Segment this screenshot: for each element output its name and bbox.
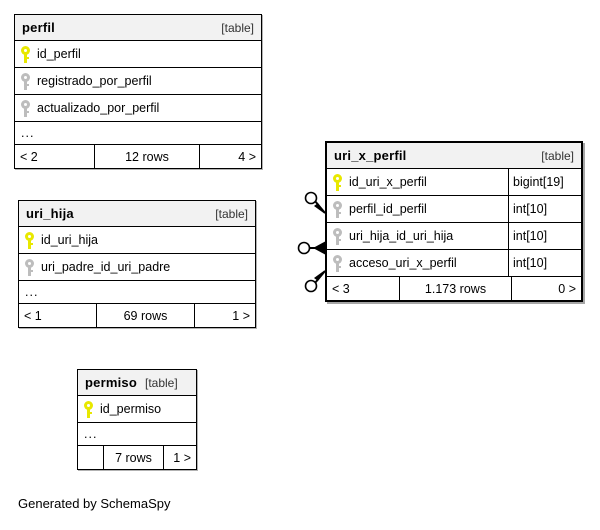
table-uri_x_perfil-footer: < 3 1.173 rows 0 > — [327, 277, 581, 300]
primary-key-icon — [21, 45, 30, 63]
primary-key-icon — [84, 400, 93, 418]
table-perfil-children-link[interactable]: 4 > — [238, 149, 256, 164]
column-id_permiso-main: id_permiso — [78, 396, 196, 422]
foreign-key-icon — [21, 99, 30, 117]
column-actualizado_por_perfil-label: actualizado_por_perfil — [37, 101, 160, 115]
column-perfil_id_perfil-type: int[10] — [513, 202, 548, 216]
generated-by-credit: Generated by SchemaSpy — [18, 496, 171, 511]
table-perfil-header: perfil [table] — [15, 15, 261, 41]
table-permiso-tag: [table] — [144, 375, 178, 390]
table-perfil-tag: [table] — [221, 20, 254, 35]
column-perfil_id_perfil-label: perfil_id_perfil — [349, 202, 427, 216]
foreign-key-icon — [333, 200, 342, 218]
column-registrado_por_perfil-main: registrado_por_perfil — [15, 68, 261, 94]
column-id_uri_x_perfil-main: id_uri_x_perfil — [327, 169, 509, 195]
column-id_perfil-main: id_perfil — [15, 41, 261, 67]
column-id_perfil[interactable]: id_perfil — [15, 41, 261, 68]
column-id_perfil-label: id_perfil — [37, 47, 81, 61]
foreign-key-icon — [333, 254, 342, 272]
column-actualizado_por_perfil[interactable]: actualizado_por_perfil — [15, 95, 261, 122]
column-uri_hija_id_uri_hija-label: uri_hija_id_uri_hija — [349, 229, 454, 243]
table-uri_hija-tag: [table] — [215, 206, 248, 221]
table-permiso-header: permiso [table] — [78, 370, 196, 396]
table-uri_x_perfil[interactable]: uri_x_perfil [table] id_uri_x_perfil big… — [325, 141, 583, 302]
table-permiso-parents-link[interactable] — [78, 446, 104, 469]
column-uri_hija_id_uri_hija-type: int[10] — [513, 229, 548, 243]
table-perfil-row-count: 12 rows — [95, 145, 200, 168]
relationship-uri-hija-to-uri-x-perfil — [297, 241, 326, 255]
column-id_uri_hija-main: id_uri_hija — [19, 227, 255, 253]
table-uri_hija-name[interactable]: uri_hija — [26, 206, 74, 221]
column-acceso_uri_x_perfil-label: acceso_uri_x_perfil — [349, 256, 457, 270]
column-actualizado_por_perfil-main: actualizado_por_perfil — [15, 95, 261, 121]
column-acceso_uri_x_perfil-main: acceso_uri_x_perfil — [327, 250, 509, 276]
primary-key-icon — [25, 231, 34, 249]
table-uri_hija-header: uri_hija [table] — [19, 201, 255, 227]
column-id_uri_x_perfil-label: id_uri_x_perfil — [349, 175, 427, 189]
table-uri_x_perfil-parents-link[interactable]: < 3 — [327, 277, 400, 300]
column-id_uri_hija-label: id_uri_hija — [41, 233, 98, 247]
column-id_uri_x_perfil[interactable]: id_uri_x_perfil bigint[19] — [327, 169, 581, 196]
table-uri_x_perfil-tag: [table] — [541, 148, 574, 163]
table-uri_x_perfil-name[interactable]: uri_x_perfil — [334, 148, 407, 163]
table-permiso[interactable]: permiso [table] id_permiso ... 7 rows 1 … — [77, 369, 197, 470]
column-uri_padre_id_uri_padre-main: uri_padre_id_uri_padre — [19, 254, 255, 280]
table-uri_x_perfil-header: uri_x_perfil [table] — [327, 143, 581, 169]
column-id_permiso-label: id_permiso — [100, 402, 162, 416]
table-perfil-parents-link[interactable]: < 2 — [15, 145, 95, 168]
table-permiso-row-count: 7 rows — [104, 446, 164, 469]
table-uri_hija-more-columns: ... — [19, 281, 255, 304]
column-uri_padre_id_uri_padre-label: uri_padre_id_uri_padre — [41, 260, 171, 274]
column-id_uri_x_perfil-type: bigint[19] — [513, 175, 564, 189]
column-uri_hija_id_uri_hija[interactable]: uri_hija_id_uri_hija int[10] — [327, 223, 581, 250]
foreign-key-icon — [21, 72, 30, 90]
primary-key-icon — [333, 173, 342, 191]
column-uri_hija_id_uri_hija-main: uri_hija_id_uri_hija — [327, 223, 509, 249]
table-perfil-more-columns: ... — [15, 122, 261, 145]
table-perfil[interactable]: perfil [table] id_perfil registrado_por_… — [14, 14, 262, 169]
table-uri_x_perfil-children-link[interactable]: 0 > — [558, 281, 576, 296]
table-perfil-name[interactable]: perfil — [22, 20, 55, 35]
table-permiso-footer: 7 rows 1 > — [78, 446, 196, 469]
table-permiso-children-link[interactable]: 1 > — [173, 450, 191, 465]
column-acceso_uri_x_perfil[interactable]: acceso_uri_x_perfil int[10] — [327, 250, 581, 277]
table-uri_hija-footer: < 1 69 rows 1 > — [19, 304, 255, 327]
table-permiso-name[interactable]: permiso — [85, 375, 137, 390]
table-uri_hija[interactable]: uri_hija [table] id_uri_hija uri_padre_i… — [18, 200, 256, 328]
table-permiso-more-columns: ... — [78, 423, 196, 446]
column-registrado_por_perfil-label: registrado_por_perfil — [37, 74, 152, 88]
column-uri_padre_id_uri_padre[interactable]: uri_padre_id_uri_padre — [19, 254, 255, 281]
column-id_uri_hija[interactable]: id_uri_hija — [19, 227, 255, 254]
column-acceso_uri_x_perfil-type: int[10] — [513, 256, 548, 270]
table-uri_hija-row-count: 69 rows — [97, 304, 195, 327]
table-uri_hija-parents-link[interactable]: < 1 — [19, 304, 97, 327]
table-uri_x_perfil-row-count: 1.173 rows — [400, 277, 512, 300]
column-registrado_por_perfil[interactable]: registrado_por_perfil — [15, 68, 261, 95]
table-perfil-footer: < 2 12 rows 4 > — [15, 145, 261, 168]
foreign-key-icon — [333, 227, 342, 245]
relationship-perfil-to-uri-x-perfil — [304, 191, 326, 214]
table-uri_hija-children-link[interactable]: 1 > — [232, 308, 250, 323]
column-id_permiso[interactable]: id_permiso — [78, 396, 196, 423]
column-perfil_id_perfil[interactable]: perfil_id_perfil int[10] — [327, 196, 581, 223]
column-perfil_id_perfil-main: perfil_id_perfil — [327, 196, 509, 222]
foreign-key-icon — [25, 258, 34, 276]
